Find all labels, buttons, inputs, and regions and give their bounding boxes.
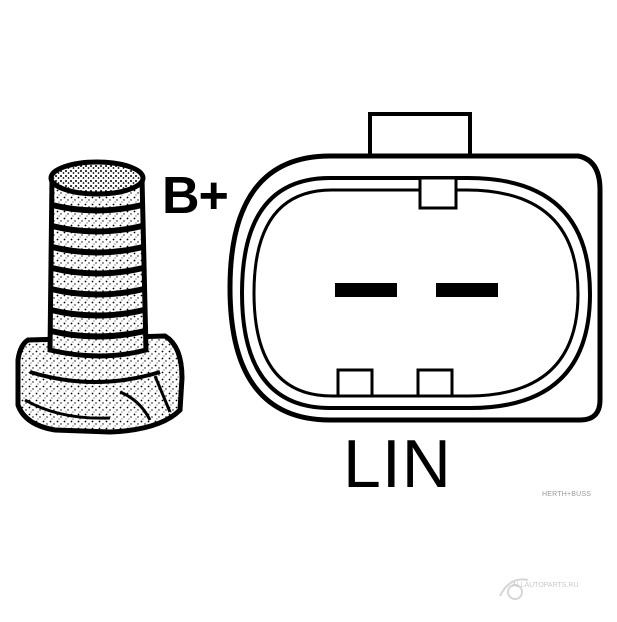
- watermark-logo-icon: [499, 578, 529, 600]
- hex-nut: [15, 333, 185, 435]
- connector-housing: [227, 112, 603, 423]
- thread-lines: [50, 202, 146, 340]
- threaded-stud: [47, 159, 149, 359]
- pin-right: [436, 283, 498, 297]
- lin-connector-label: LIN: [343, 426, 452, 502]
- battery-terminal-label: B+: [162, 167, 229, 225]
- pin-left: [335, 283, 397, 297]
- watermark-text: ALLAUTOPARTS.RU: [512, 582, 579, 589]
- brand-label: HERTH+BUSS: [542, 491, 592, 498]
